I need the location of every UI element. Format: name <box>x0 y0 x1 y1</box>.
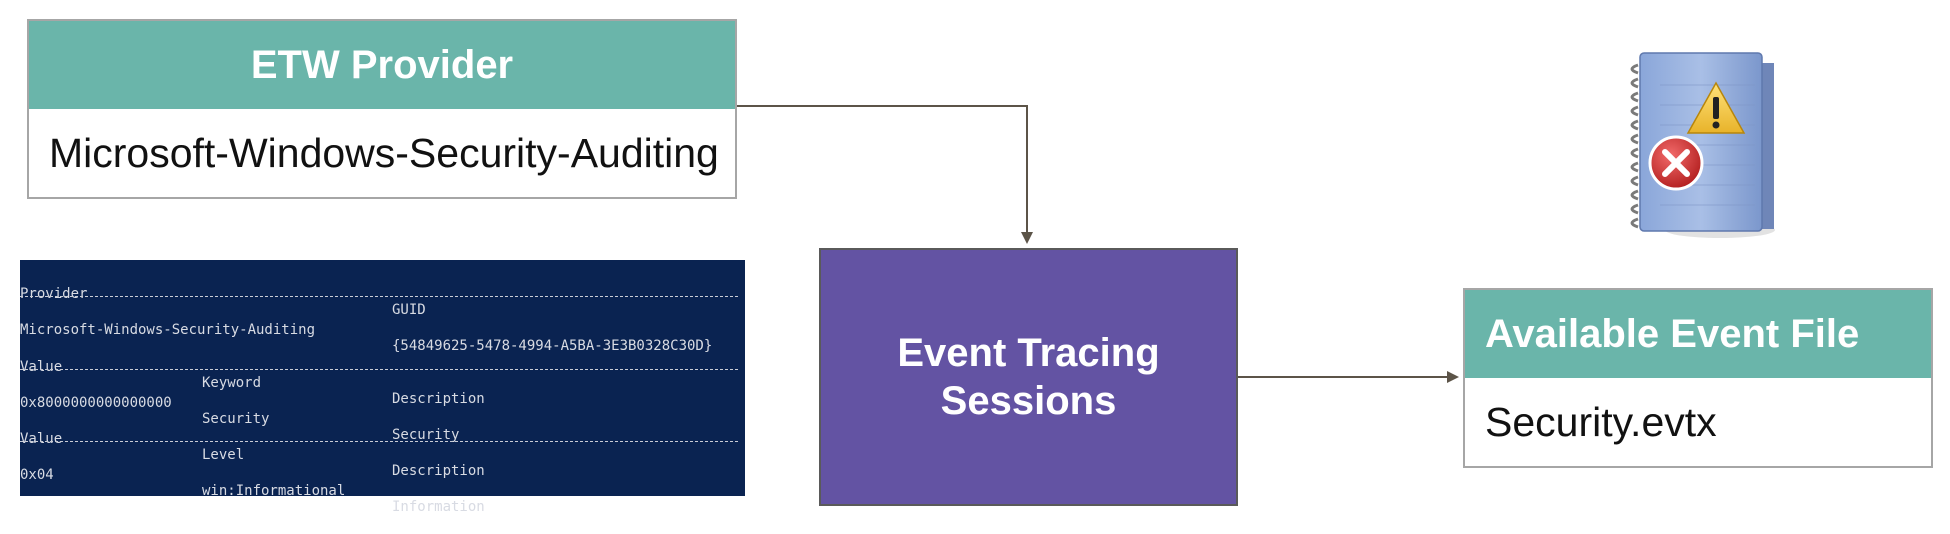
terminal-cell: Keyword <box>202 375 262 391</box>
terminal-row: 0x8000000000000000 Security Security <box>20 379 745 443</box>
terminal-row: Value Keyword Description <box>20 343 745 407</box>
terminal-cell: Security <box>202 411 270 427</box>
available-event-file-box: Available Event File Security.evtx <box>1463 288 1933 468</box>
event-tracing-label-line1: Event Tracing <box>897 331 1160 375</box>
etw-provider-title: ETW Provider <box>29 21 735 109</box>
terminal-row: Provider GUID <box>20 270 745 318</box>
etw-provider-name: Microsoft-Windows-Security-Auditing <box>49 129 719 176</box>
terminal-row: Value Level Description <box>20 415 745 479</box>
terminal-cell: Provider <box>20 286 88 302</box>
terminal-row: 0x04 win:Informational Information <box>20 451 745 515</box>
terminal-cell: {54849625-5478-4994-A5BA-3E3B0328C30D} <box>392 338 713 354</box>
provider-query-output: Provider GUID Microsoft-Windows-Security… <box>20 260 745 515</box>
terminal-cell: win:Informational <box>202 483 346 499</box>
terminal-divider <box>20 441 738 442</box>
terminal-cell: Microsoft-Windows-Security-Auditing <box>20 322 316 338</box>
terminal-cell: 0x8000000000000000 <box>20 395 172 411</box>
event-tracing-label-line2: Sessions <box>940 379 1117 423</box>
terminal-cell: Value <box>20 359 63 375</box>
terminal-cell: 0x04 <box>20 467 54 483</box>
terminal-cell: Value <box>20 431 63 447</box>
terminal-cell: Description <box>392 463 485 479</box>
arrow-provider-to-sessions <box>737 105 1033 244</box>
terminal-divider <box>20 296 738 297</box>
available-event-file-title: Available Event File <box>1465 290 1931 378</box>
event-tracing-sessions-box: Event Tracing Sessions <box>819 248 1238 506</box>
terminal-cell: Description <box>392 391 485 407</box>
terminal-cell: Level <box>202 447 245 463</box>
terminal-row: Microsoft-Windows-Security-Auditing {548… <box>20 306 745 354</box>
etw-provider-box: ETW Provider Microsoft-Windows-Security-… <box>27 19 737 199</box>
terminal-cell: GUID <box>392 302 426 318</box>
event-file-name: Security.evtx <box>1485 398 1717 445</box>
terminal-cell: Information <box>392 499 485 515</box>
event-log-icon <box>1630 52 1775 238</box>
terminal-divider <box>20 369 738 370</box>
terminal-cell: Security <box>392 427 460 443</box>
